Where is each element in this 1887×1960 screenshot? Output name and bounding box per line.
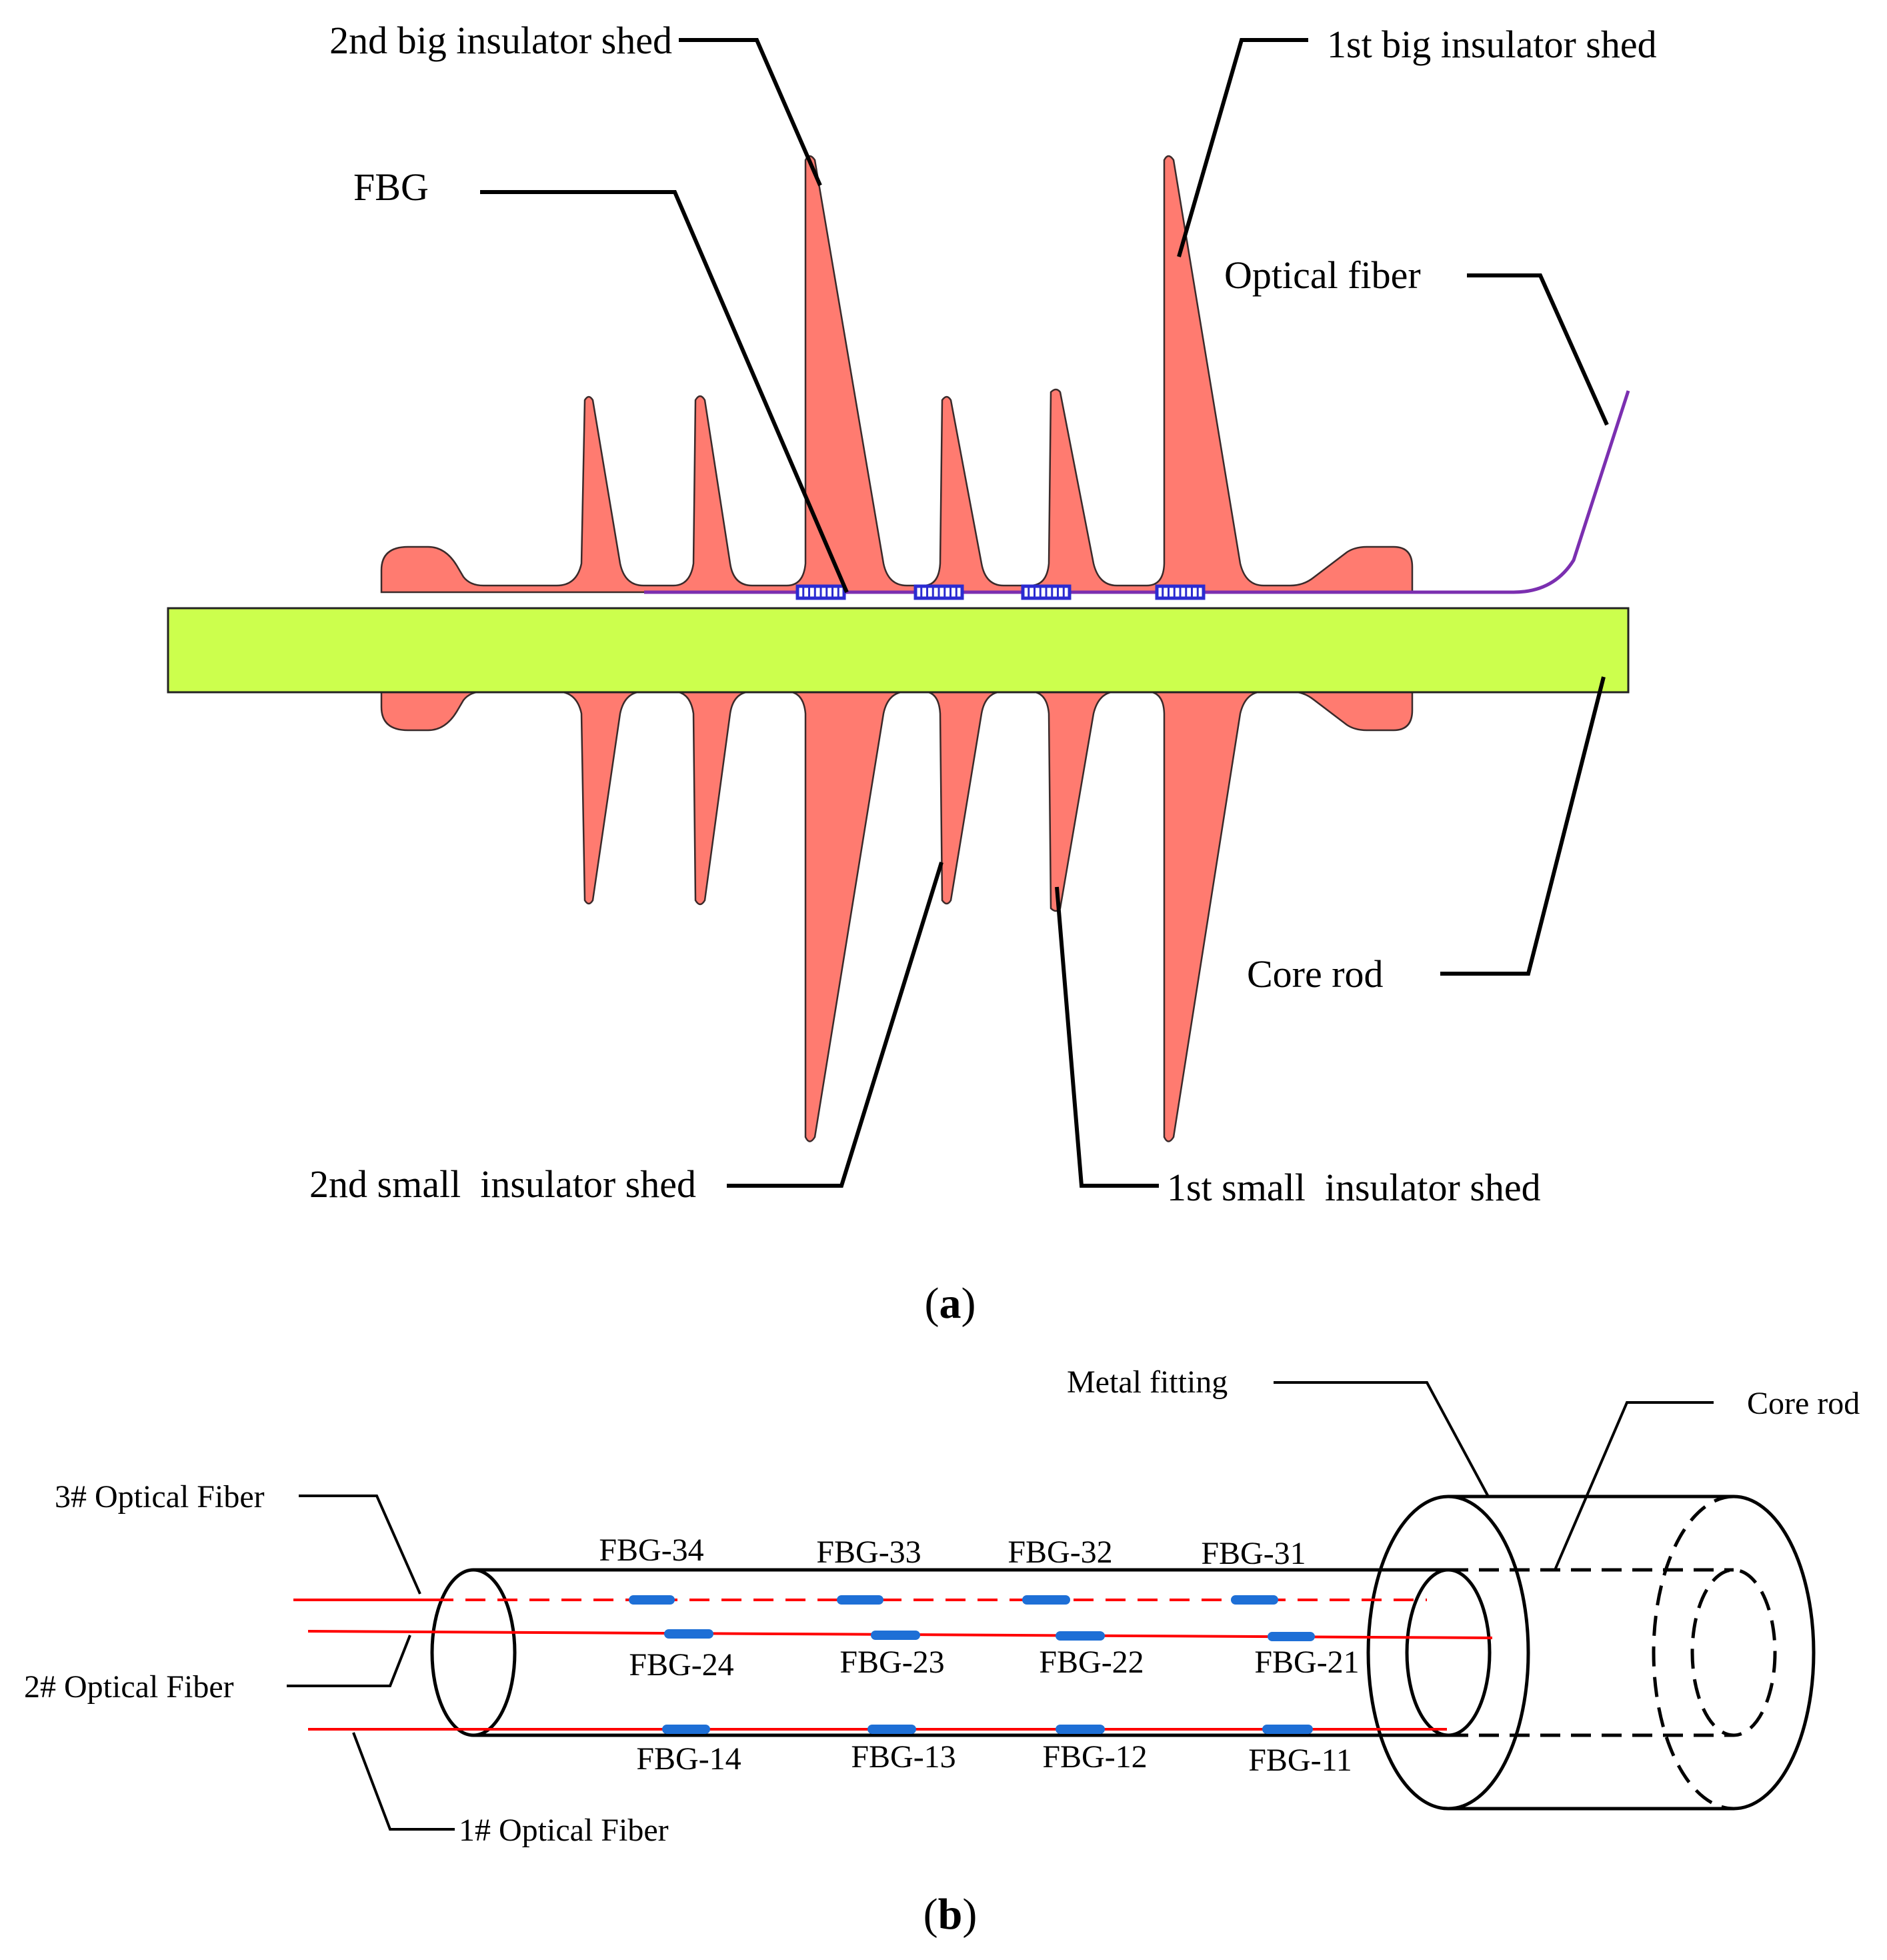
- caption-a-letter: a: [939, 1279, 962, 1328]
- leader-core-rod: [1440, 676, 1606, 976]
- fbg-23-label: FBG-23: [839, 1645, 944, 1680]
- label-small-shed-1: 1st small insulator shed: [1167, 1166, 1541, 1209]
- core-rod: [167, 607, 1630, 694]
- fbg-11-label: FBG-11: [1248, 1743, 1352, 1778]
- label-core-rod: Core rod: [1247, 952, 1384, 996]
- leader-fiber-1: [352, 1732, 455, 1831]
- fbg-b-labels: FBG-34 FBG-33 FBG-32 FBG-31 FBG-24 FBG-2…: [599, 1533, 1359, 1778]
- label-big-shed-1: 1st big insulator shed: [1327, 23, 1657, 66]
- label-fiber-2: 2# Optical Fiber: [24, 1669, 234, 1705]
- fitting-front-face: [1366, 1495, 1530, 1811]
- panel-b: FBG-34 FBG-33 FBG-32 FBG-31 FBG-24 FBG-2…: [24, 1364, 1860, 1939]
- leader-fbg: [480, 190, 849, 594]
- rod-left-end: [430, 1568, 517, 1737]
- panel-a: 2nd big insulator shed 1st big insulator…: [167, 19, 1657, 1328]
- fbg-sensor-3: [1021, 584, 1072, 600]
- fbg-sensor-4: [1155, 584, 1206, 600]
- leader-core-rod-b: [1554, 1401, 1714, 1571]
- leader-metal-fitting: [1274, 1381, 1490, 1497]
- fbg-12-label: FBG-12: [1042, 1739, 1147, 1775]
- leader-small-shed-2: [727, 862, 944, 1188]
- fbg-32-label: FBG-32: [1008, 1535, 1112, 1570]
- fbg-31-label: FBG-31: [1201, 1536, 1306, 1571]
- label-big-shed-2: 2nd big insulator shed: [329, 19, 672, 62]
- fitting-back-face-hidden: [1652, 1495, 1734, 1811]
- fitting-front-hole: [1405, 1568, 1492, 1737]
- fitting-back-face-visible: [1733, 1495, 1816, 1811]
- caption-b: (b): [923, 1890, 978, 1939]
- caption-a: (a): [925, 1279, 976, 1328]
- label-optical-fiber: Optical fiber: [1224, 253, 1421, 297]
- label-fiber-1: 1# Optical Fiber: [459, 1813, 669, 1848]
- label-core-rod-b: Core rod: [1747, 1386, 1860, 1421]
- upper-sheath: [380, 155, 1414, 594]
- fbg-24-label: FBG-24: [629, 1647, 733, 1683]
- leader-big-shed-1: [1177, 38, 1308, 257]
- fbg-14-label: FBG-14: [636, 1741, 741, 1777]
- optical-fiber-a: [644, 390, 1630, 594]
- fbg-sensor-1: [795, 584, 846, 600]
- fbg-21-label: FBG-21: [1254, 1645, 1359, 1680]
- fbg-34-label: FBG-34: [599, 1533, 703, 1568]
- fbg-13-label: FBG-13: [851, 1739, 956, 1775]
- fitting-back-hole: [1690, 1568, 1777, 1737]
- lower-sheath: [380, 683, 1414, 1142]
- fbg-b-marks: [629, 1595, 1315, 1734]
- leader-small-shed-1: [1055, 886, 1159, 1188]
- leader-fiber-3: [299, 1495, 421, 1595]
- fbg-33-label: FBG-33: [816, 1535, 921, 1570]
- fbg-22-label: FBG-22: [1039, 1645, 1144, 1680]
- label-small-shed-2: 2nd small insulator shed: [309, 1162, 696, 1206]
- label-metal-fitting: Metal fitting: [1067, 1364, 1228, 1400]
- fbg-sensor-2: [913, 584, 964, 600]
- fbg-a-group: [795, 584, 1206, 600]
- leader-fiber-2: [287, 1635, 411, 1687]
- label-fiber-3: 3# Optical Fiber: [55, 1479, 265, 1515]
- label-fbg: FBG: [353, 165, 429, 209]
- leader-optical-fiber: [1467, 273, 1609, 426]
- leader-big-shed-2: [679, 38, 822, 187]
- caption-b-letter: b: [938, 1890, 963, 1939]
